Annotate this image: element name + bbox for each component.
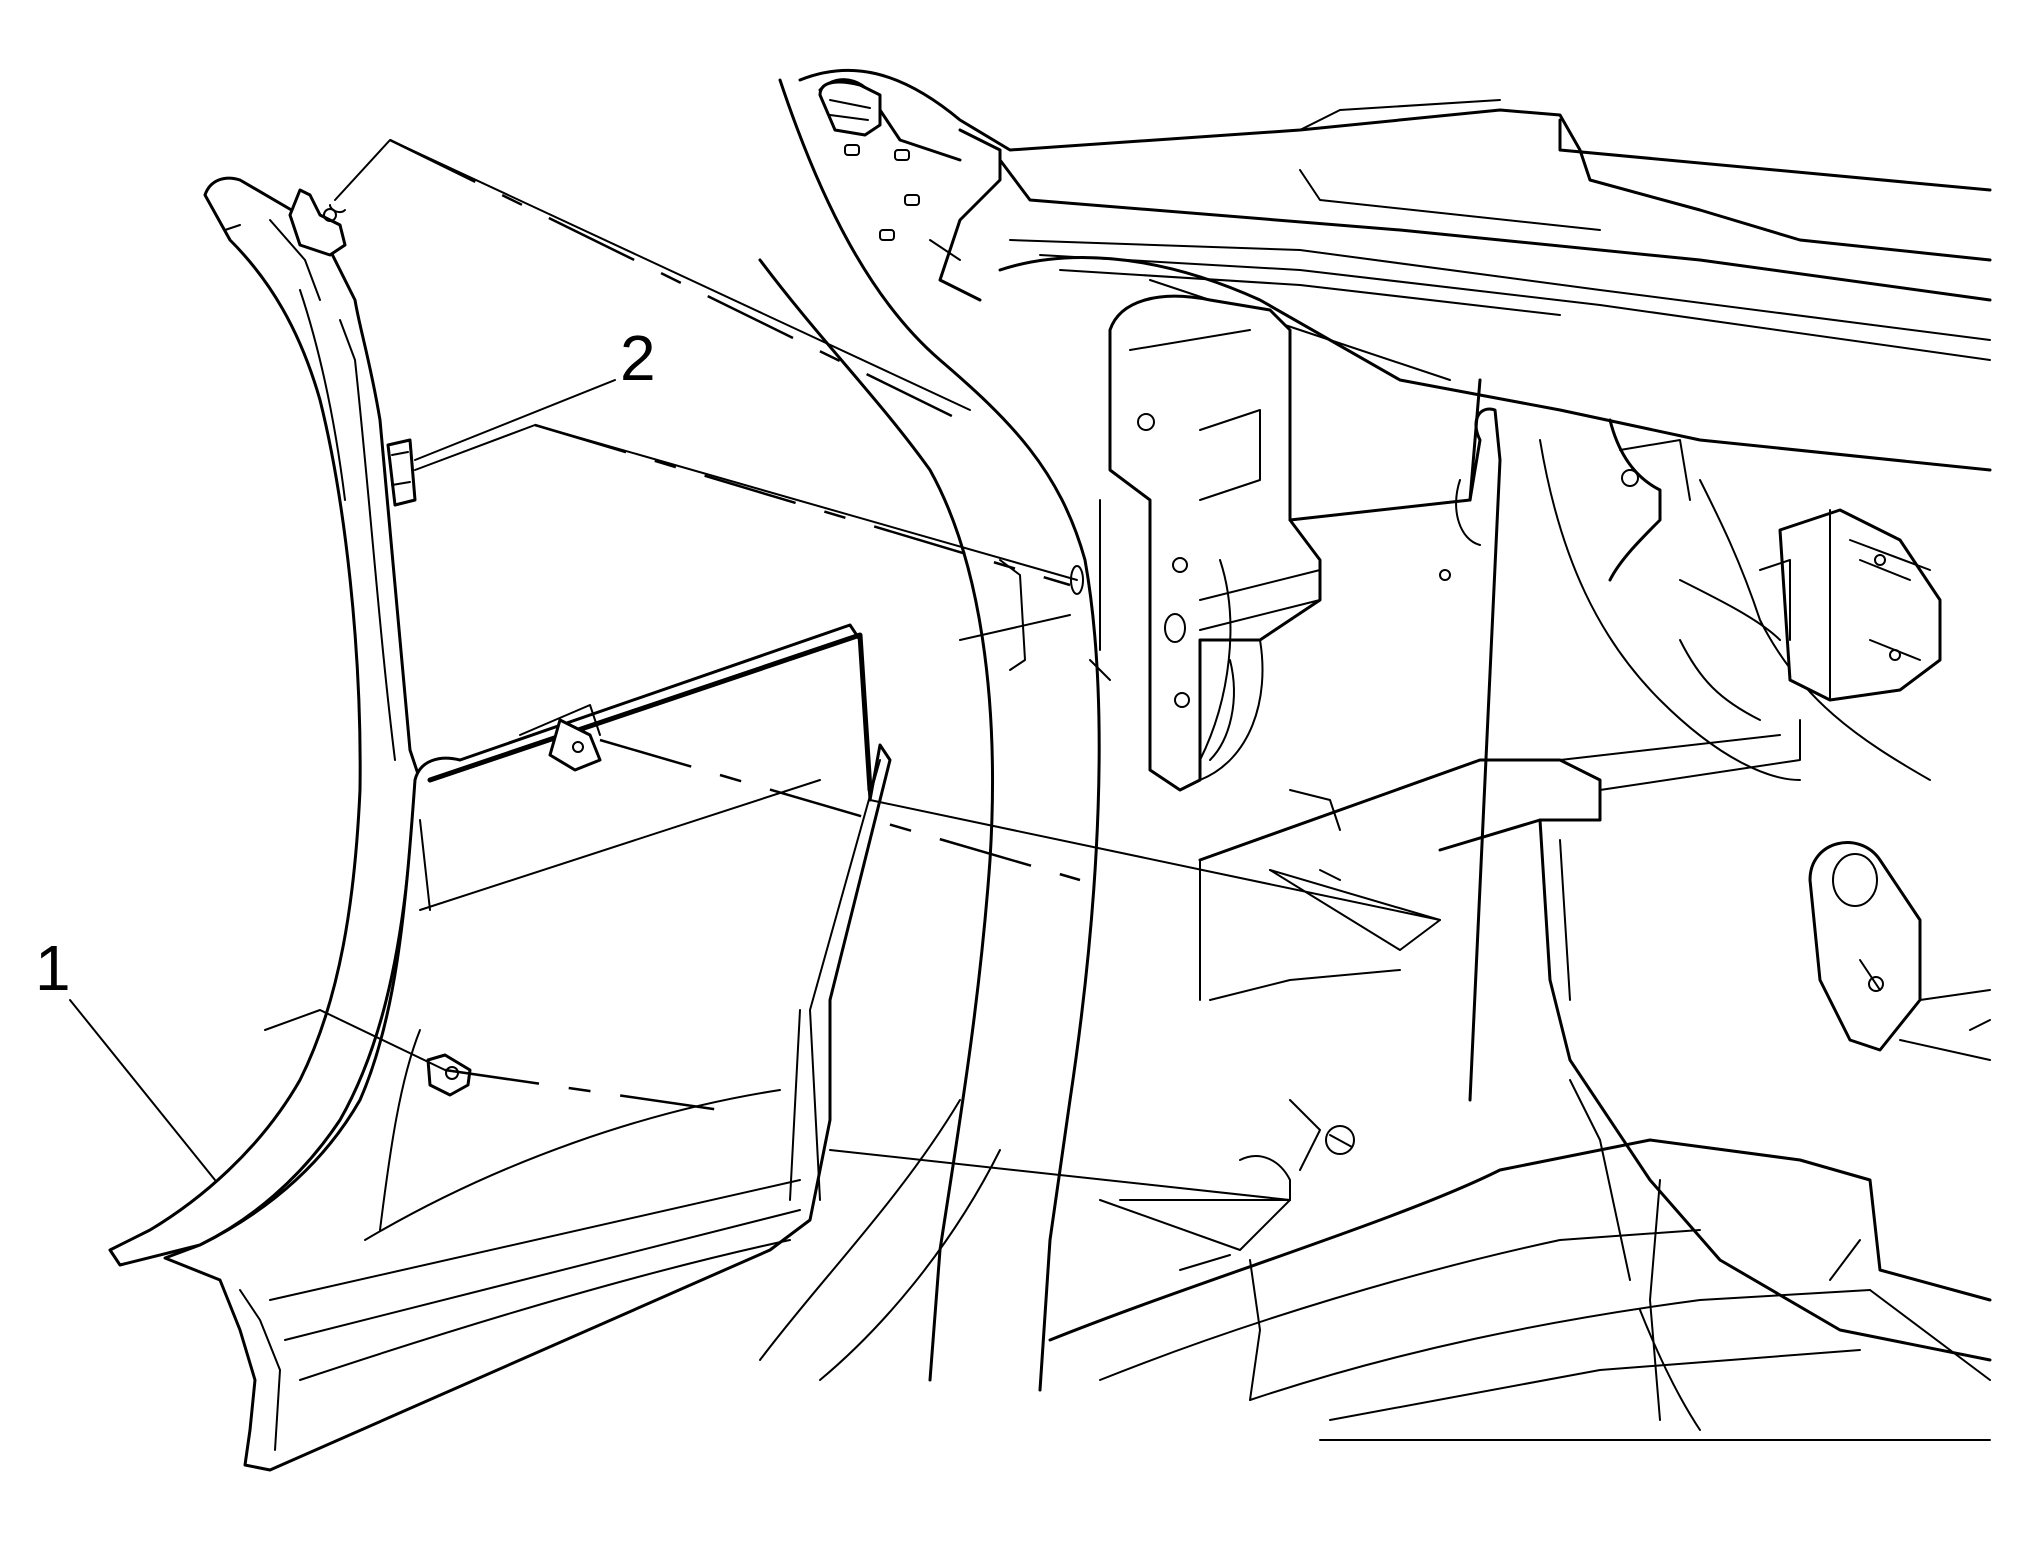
pillar-trim-panel [108,176,892,1472]
callout-2-leader [414,379,616,461]
callout-2: 2 [414,322,656,461]
callout-1: 1 [35,932,216,1181]
vehicle-body-structure [758,68,1992,1441]
installation-guide-lines [264,138,1441,1271]
callout-1-leader [69,999,216,1181]
callout-1-label: 1 [35,932,71,1004]
callout-2-label: 2 [620,322,656,394]
